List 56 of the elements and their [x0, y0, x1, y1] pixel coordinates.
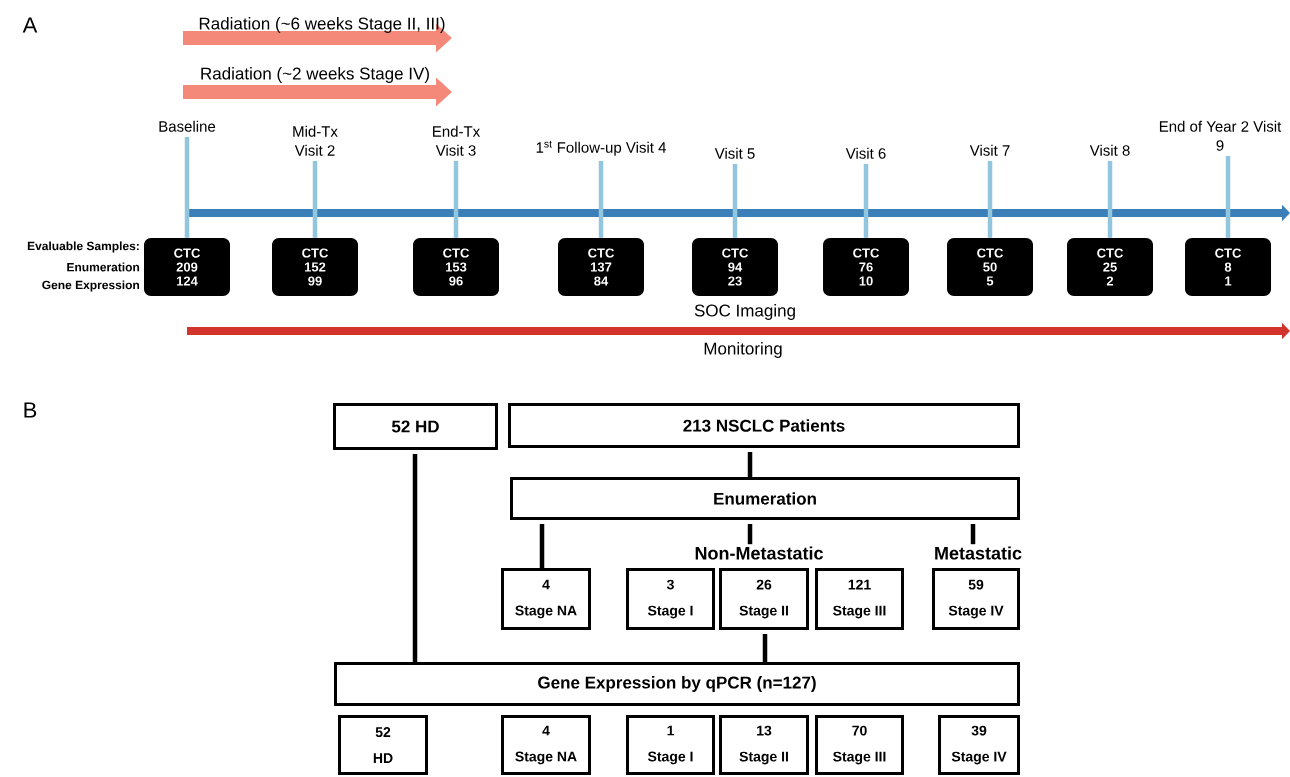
timepoint-tick: [1107, 161, 1113, 238]
stage-box: 26 Stage II: [719, 568, 809, 630]
visit-label: End of Year 2 Visit 9: [1159, 120, 1282, 151]
connector-line: [762, 634, 768, 662]
timepoint-tick: [863, 164, 869, 238]
connector-line: [747, 524, 753, 545]
cohort-box: Enumeration: [510, 477, 1020, 520]
panel-letter: A: [22, 17, 38, 33]
stage-box: 3 Stage I: [626, 568, 715, 630]
duration-label: Radiation (~2 weeks Stage IV): [201, 67, 429, 83]
sample-count-box: CTC 152 99: [272, 238, 358, 296]
arrow-label: Monitoring: [704, 342, 782, 358]
duration-label: Radiation (~6 weeks Stage II, III): [199, 17, 445, 33]
cohort-box: 213 NSCLC Patients: [508, 403, 1020, 448]
visit-label: Visit 5: [714, 147, 755, 159]
cohort-box: 52 HD: [333, 403, 498, 450]
sample-count-box: CTC 137 84: [558, 238, 644, 296]
timepoint-tick: [453, 161, 459, 238]
visit-label: Visit 7: [969, 144, 1010, 156]
sample-count-box: CTC 76 10: [823, 238, 909, 296]
visit-label: Visit 6: [845, 147, 886, 159]
visit-label: End-Tx Visit 3: [433, 125, 480, 156]
stage-box: 70 Stage III: [815, 715, 904, 775]
cohort-box: Gene Expression by qPCR (n=127): [334, 662, 1020, 706]
stage-box: 121 Stage III: [815, 568, 904, 630]
connector-line: [412, 454, 418, 662]
timepoint-tick: [598, 161, 604, 238]
stage-box: 4 Stage NA: [501, 568, 591, 630]
sample-count-box: CTC 8 1: [1185, 238, 1271, 296]
group-label: Non-Metastatic: [695, 546, 823, 560]
sample-count-box: CTC 25 2: [1067, 238, 1153, 296]
timepoint-tick: [732, 164, 738, 238]
arrow-label: SOC Imaging: [694, 304, 795, 320]
panel-letter: B: [24, 402, 37, 418]
visit-label: Mid-Tx Visit 2: [293, 125, 338, 156]
sample-count-box: CTC 94 23: [692, 238, 778, 296]
sample-count-box: CTC 50 5: [947, 238, 1033, 296]
connector-line: [539, 524, 545, 568]
stage-box: 13 Stage II: [719, 715, 809, 775]
group-label: Metastatic: [935, 546, 1022, 560]
visit-label: Baseline: [159, 120, 216, 132]
timepoint-tick: [312, 161, 318, 238]
timepoint-tick: [184, 137, 190, 238]
connector-line: [747, 452, 753, 477]
stage-box: 4 Stage NA: [501, 715, 591, 775]
visit-label: Visit 8: [1089, 144, 1130, 156]
sample-count-box: CTC 209 124: [144, 238, 230, 296]
connector-line: [970, 524, 976, 545]
sample-count-box: CTC 153 96: [413, 238, 499, 296]
stage-box: 1 Stage I: [626, 715, 715, 775]
visit-label: 1$^{st}$ Follow-up Visit 4: [536, 140, 666, 156]
timepoint-tick: [1225, 156, 1231, 238]
stage-box: 39 Stage IV: [938, 715, 1020, 775]
stage-box: 52 HD: [338, 715, 428, 775]
stage-box: 59 Stage IV: [932, 568, 1020, 630]
timepoint-tick: [987, 161, 993, 238]
